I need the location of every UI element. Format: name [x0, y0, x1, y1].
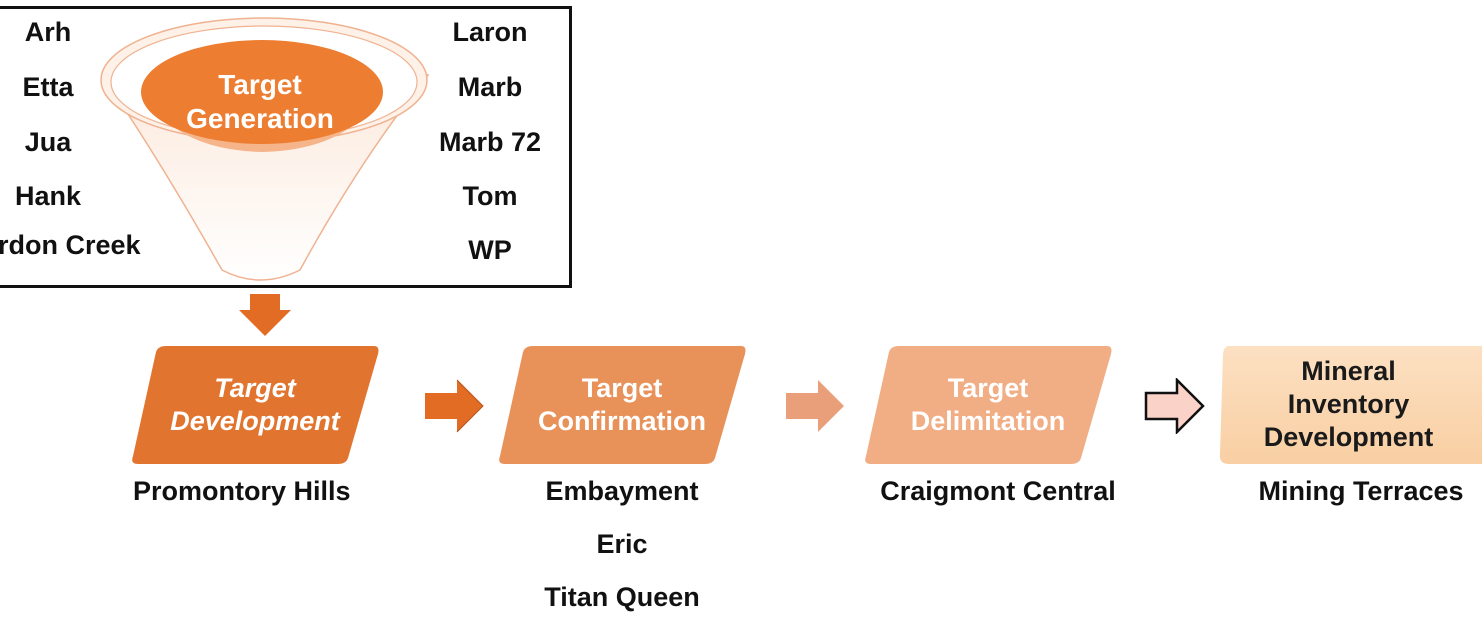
right-arrow-icon — [425, 379, 484, 433]
right-arrow-icon — [1144, 378, 1205, 434]
stage-label: Target Development — [170, 372, 340, 436]
target-laron: Laron — [452, 17, 528, 47]
target-wp: WP — [468, 235, 512, 265]
stage-target-confirmation: Target Confirmation — [497, 342, 747, 467]
project-promontory-hills: Promontory Hills — [133, 476, 351, 506]
project-embayment: Embayment — [545, 476, 699, 506]
target-hank: Hank — [14, 181, 82, 211]
target-marb-72: Marb 72 — [438, 127, 542, 157]
funnel-graphic — [100, 17, 430, 281]
stage-label: Target Confirmation — [538, 372, 706, 436]
stage-label: Mineral Inventory Development — [1263, 356, 1434, 452]
project-titan-queen: Titan Queen — [544, 582, 700, 612]
stage-target-delimitation: Target Delimitation — [863, 342, 1113, 467]
target-etta: Etta — [22, 72, 74, 102]
target-marb: Marb — [457, 72, 523, 102]
target-arh: Arh — [24, 17, 72, 47]
stage-mineral-inventory-development: Mineral Inventory Development — [1215, 342, 1482, 467]
funnel-liquid — [141, 40, 383, 144]
down-arrow-icon — [239, 294, 291, 336]
project-eric: Eric — [596, 529, 648, 559]
target-jua: Jua — [24, 127, 72, 157]
target-tom: Tom — [462, 181, 518, 211]
right-arrow-icon — [786, 380, 844, 432]
project-mining-terraces: Mining Terraces — [1258, 476, 1464, 506]
project-craigmont-central: Craigmont Central — [880, 476, 1116, 506]
target-gordon-creek: rdon Creek — [0, 230, 141, 260]
stage-label: Target Delimitation — [910, 372, 1066, 436]
stage-target-development: Target Development — [130, 342, 380, 467]
target-generation-label: Target Generation — [186, 69, 334, 134]
